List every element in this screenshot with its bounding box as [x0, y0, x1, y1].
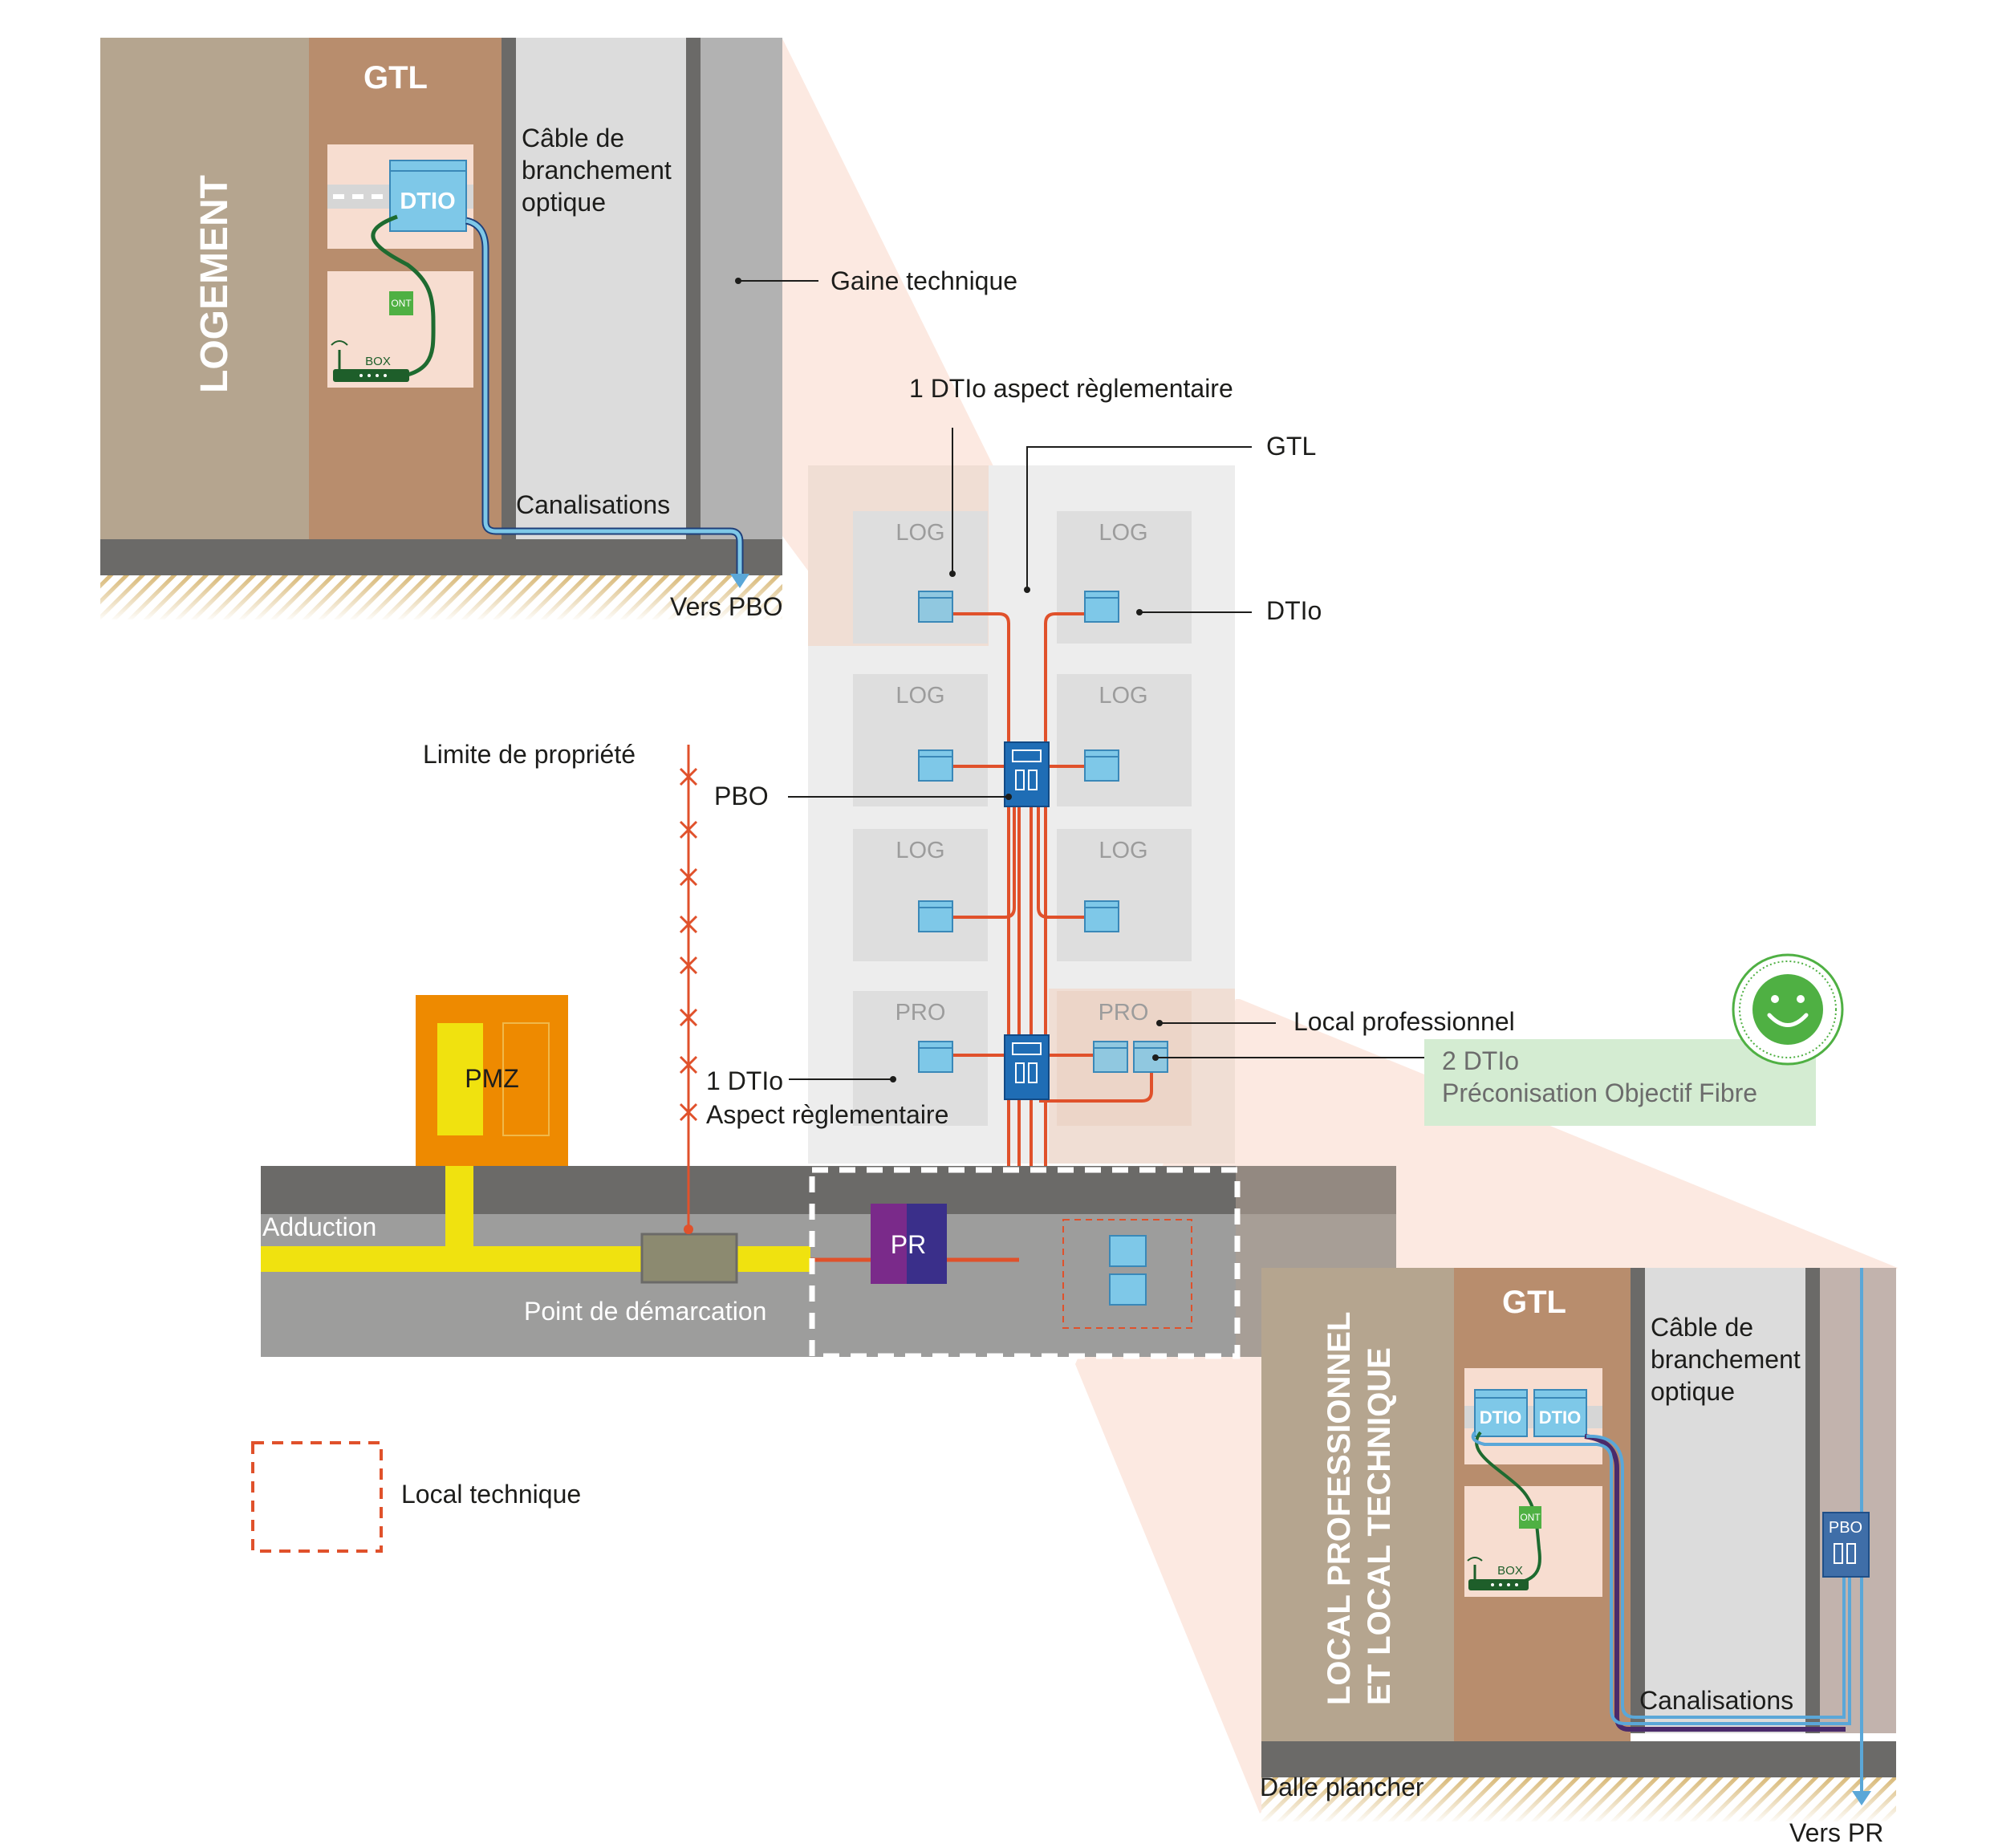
cable-label-top-1: Câble de [522, 124, 624, 152]
gtl-cabinet-lower [327, 271, 473, 388]
pbo-box-upper [1004, 741, 1050, 807]
ont-device-top [389, 291, 413, 315]
unit-log-2 [1057, 511, 1192, 644]
dalle-plancher-label: Dalle plancher [1260, 1773, 1424, 1801]
objectif-fibre-logo [1732, 953, 1844, 1066]
callout-local-pro: Local professionnel [1294, 1007, 1515, 1036]
local-pro-label-1: LOCAL PROFESSIONNEL [1322, 1312, 1357, 1705]
unit-label-5: LOG [896, 838, 944, 863]
objectif-callout-bg [1424, 1039, 1816, 1126]
ont-label-bottom: ONT [1520, 1512, 1541, 1523]
callout-limite: Limite de propriété [423, 740, 636, 769]
callout-gtl: GTL [1266, 432, 1316, 461]
legend: Local technique [251, 1441, 581, 1553]
canalisations-label-top: Canalisations [516, 490, 670, 519]
ground: PMZ Adduction Point de démarcation Limit… [261, 740, 1396, 1359]
pbo-box-inset [1822, 1512, 1870, 1578]
vers-pbo-label: Vers PBO [670, 592, 783, 621]
callout-pbo: PBO [714, 782, 769, 810]
unit-label-6: LOG [1099, 838, 1147, 863]
legend-local-technique-swatch [251, 1441, 383, 1553]
bottom-inset: LOCAL PROFESSIONNEL ET LOCAL TECHNIQUE G… [1260, 1268, 1896, 1847]
callout-dtio-reg2-2: Aspect règlementaire [706, 1100, 948, 1129]
unit-log-6 [1057, 829, 1192, 961]
unit-label-8: PRO [1099, 1000, 1149, 1026]
fiber-cable-bottom-1 [1471, 1431, 1851, 1725]
building: LOG LOG LOG LOG LOG LOG PRO PRO [706, 374, 1844, 1265]
arrow-down-icon-bottom [1852, 1791, 1871, 1805]
unit-log-5 [853, 829, 988, 961]
gtl-label-top: GTL [363, 60, 428, 95]
dtio-label-top: DTIO [400, 189, 455, 214]
callout-objectif-2: Préconisation Objectif Fibre [1442, 1078, 1757, 1107]
box-label-bottom: BOX [1497, 1564, 1523, 1578]
pr-label: PR [891, 1230, 926, 1259]
callout-dtio: DTIo [1266, 596, 1322, 625]
gaine-technique-label: Gaine technique [831, 266, 1017, 295]
logement-label: LOGEMENT [193, 175, 236, 393]
pbo-box-lower [1004, 1034, 1050, 1100]
legend-local-technique-label: Local technique [401, 1480, 581, 1509]
fiber-cable-bottom-purple [1584, 1434, 1846, 1732]
unit-log-3 [853, 674, 988, 806]
dtio-box-top [389, 160, 467, 232]
ont-label-top: ONT [391, 298, 412, 309]
cable-label-bottom-2: branchement [1651, 1345, 1801, 1374]
unit-label-1: LOG [896, 520, 944, 546]
fiber-cable-bottom-2 [1586, 1434, 1846, 1719]
top-inset: LOGEMENT GTL DTIO ONT BOX Câble de branc… [100, 38, 1017, 621]
callout-objectif-1: 2 DTIo [1442, 1046, 1519, 1075]
callout-dtio-reg: 1 DTIo aspect règlementaire [909, 374, 1233, 403]
cable-label-top-2: branchement [522, 156, 672, 185]
gtl-label-bottom: GTL [1502, 1285, 1566, 1320]
demarcation-block [640, 1233, 738, 1284]
vers-pr-label: Vers PR [1789, 1818, 1883, 1847]
cable-label-top-3: optique [522, 188, 606, 217]
box-router-bottom [1468, 1579, 1529, 1590]
green-cable-top [371, 214, 436, 381]
unit-label-7: PRO [896, 1000, 946, 1026]
arrow-down-icon [730, 574, 749, 588]
unit-log-4 [1057, 674, 1192, 806]
box-label-top: BOX [365, 355, 391, 368]
cable-label-bottom-1: Câble de [1651, 1313, 1753, 1342]
local-technique-basement [1062, 1219, 1192, 1329]
local-pro-label-2: ET LOCAL TECHNIQUE [1362, 1347, 1397, 1705]
demarcation-label: Point de démarcation [524, 1297, 766, 1326]
adduction-label: Adduction [262, 1212, 376, 1241]
pbo-label-inset: PBO [1829, 1519, 1862, 1537]
callout-dtio-reg2-1: 1 DTIo [706, 1066, 783, 1095]
unit-label-2: LOG [1099, 520, 1147, 546]
dtio-label-bottom-1: DTIO [1480, 1407, 1522, 1428]
ont-device-bottom [1519, 1506, 1541, 1529]
property-limit-marks [679, 767, 698, 1122]
dtio-boxes [918, 591, 1168, 1073]
box-router-top [333, 369, 409, 382]
canalisations-label-bottom: Canalisations [1639, 1686, 1793, 1715]
cable-label-bottom-3: optique [1651, 1377, 1735, 1406]
unit-label-4: LOG [1099, 683, 1147, 709]
unit-label-3: LOG [896, 683, 944, 709]
dtio-label-bottom-2: DTIO [1539, 1407, 1582, 1428]
pmz-label: PMZ [465, 1064, 519, 1093]
